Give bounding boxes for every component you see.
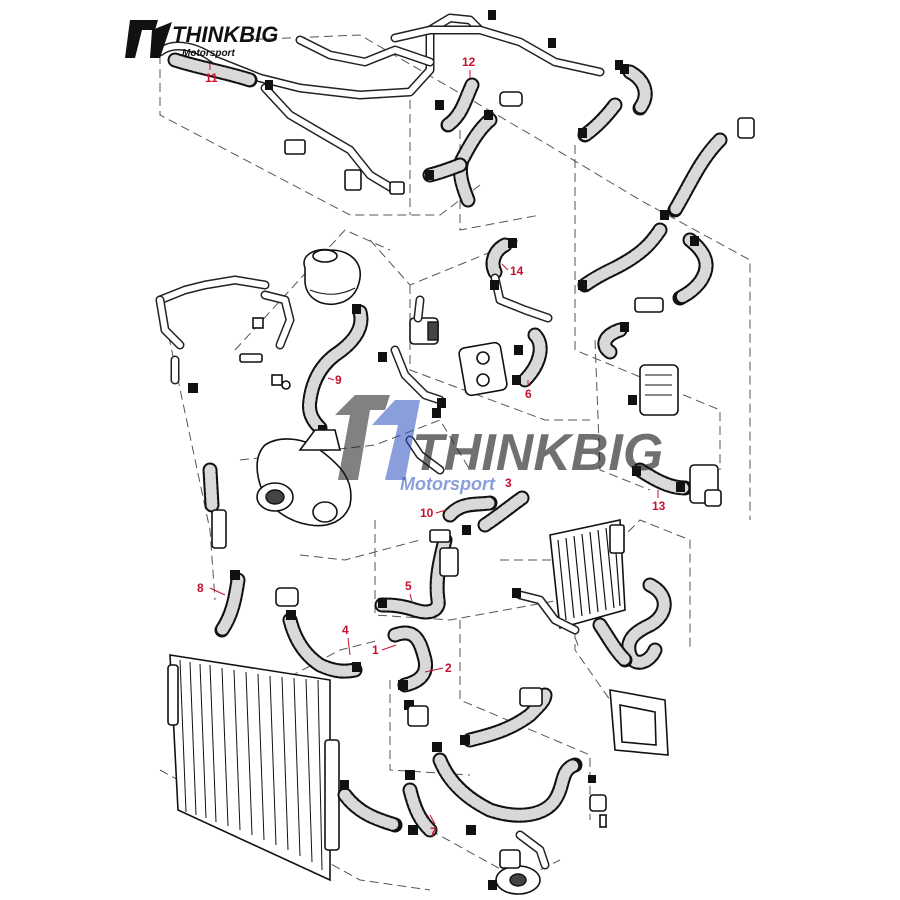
hose-14 — [485, 237, 553, 323]
brand-logo: THINKBIG Motorsport — [125, 20, 278, 59]
right-lower-hose — [512, 577, 672, 670]
auxiliary-radiator — [549, 519, 626, 630]
right-upper-hoses — [577, 64, 755, 360]
callout-8: 8 — [197, 581, 204, 595]
auxiliary-water-pump — [488, 830, 550, 895]
callout-labels: 11 12 14 9 6 3 13 10 8 5 4 1 2 7 — [197, 55, 666, 839]
hose-4 — [275, 587, 363, 679]
left-hard-pipe — [155, 275, 270, 549]
bleeder-fittings — [588, 775, 607, 828]
hose-11 — [167, 52, 258, 88]
center-hoses — [378, 345, 446, 475]
callout-3: 3 — [505, 476, 512, 490]
callout-4: 4 — [342, 623, 349, 637]
callout-13: 13 — [652, 499, 666, 513]
callout-11: 11 — [205, 71, 218, 85]
callout-5: 5 — [405, 579, 412, 593]
oil-cooler — [458, 327, 548, 397]
callout-7: 7 — [430, 825, 437, 839]
bolts-cluster — [239, 290, 295, 390]
logo-brand-text: THINKBIG — [172, 22, 278, 47]
callout-leaders — [209, 63, 659, 825]
main-radiator — [167, 654, 340, 882]
mounting-bracket — [284, 139, 306, 155]
callout-14: 14 — [510, 264, 524, 278]
callout-2: 2 — [445, 661, 452, 675]
mounting-bracket — [344, 169, 362, 191]
hoses-1-2 — [387, 625, 433, 710]
hose-12 — [422, 77, 523, 208]
air-duct — [609, 689, 669, 756]
expansion-tank — [303, 248, 361, 306]
watermark-logo: THINKBIG Motorsport — [335, 395, 663, 494]
turbocharger — [256, 429, 352, 527]
oil-cooler-upper-right — [628, 364, 679, 416]
upper-coolant-pipes — [155, 10, 623, 195]
logo-sub-text: Motorsport — [182, 48, 235, 59]
hose-8 — [214, 570, 246, 638]
hoses-10-3-5 — [374, 490, 530, 620]
callout-12: 12 — [462, 55, 476, 69]
callout-1: 1 — [372, 643, 379, 657]
watermark-sub-text: Motorsport — [400, 474, 496, 494]
hose-13 — [632, 462, 722, 507]
callout-10: 10 — [420, 506, 434, 520]
callout-9: 9 — [335, 373, 342, 387]
thermostat-housing — [409, 295, 439, 345]
lower-hoses — [337, 687, 583, 838]
check-valve — [634, 297, 664, 313]
callout-6: 6 — [525, 387, 532, 401]
watermark-brand-text: THINKBIG — [412, 424, 663, 482]
